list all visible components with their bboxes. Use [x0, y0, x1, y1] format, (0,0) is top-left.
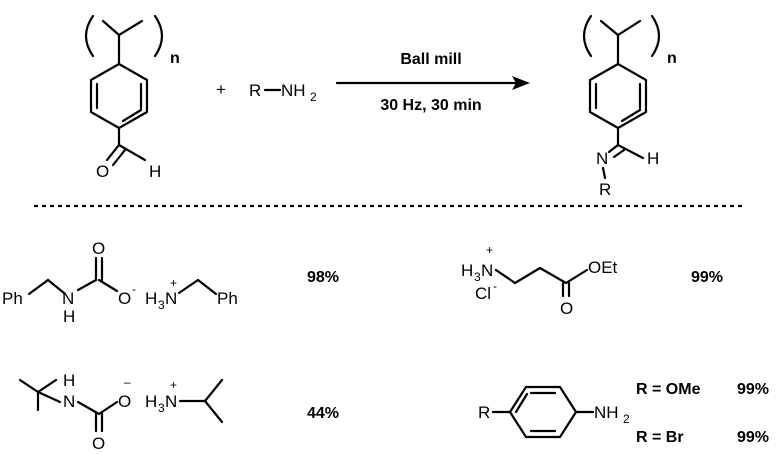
imine-r-group: R [599, 180, 611, 199]
aniline-benzene-ring [508, 385, 578, 439]
aniline-r-label: R [478, 403, 490, 422]
example-aniline: R NH 2 R = OMe 99% R = Br 99% [478, 381, 769, 446]
ester-plus-charge: + [486, 243, 493, 257]
iso-nh-h: H [63, 371, 75, 390]
amine-nh-label: NH [281, 81, 306, 100]
reaction-arrow: Ball mill 30 Hz, 30 min [335, 51, 530, 114]
repeat-unit-n: n [170, 50, 180, 67]
polymer-bracket-left [84, 14, 95, 58]
ph-label-1: Ph [2, 289, 23, 308]
product-benzene-ring [588, 62, 648, 130]
aniline-subscript: 2 [623, 412, 630, 426]
polymer-product: n N H R [582, 14, 677, 199]
ester-ammonium-n: N [481, 261, 493, 280]
chloride-minus: - [493, 279, 497, 293]
iso-carbamate-o-bottom: O [92, 434, 105, 453]
ammonium-h: H [145, 289, 157, 308]
iso-carbamate-n: N [63, 392, 75, 411]
ester-o-bottom: O [560, 299, 573, 318]
iso-minus-charge: – [124, 375, 131, 389]
ph-label-2: Ph [217, 289, 238, 308]
iso-carbamate-o-minus: O [118, 392, 131, 411]
yield-99-ome: 99% [737, 381, 769, 398]
product-bracket-right [650, 14, 661, 58]
ester-ammonium-subscript: 3 [474, 270, 481, 284]
aldehyde-hydrogen: H [149, 162, 161, 181]
imine-hydrogen: H [647, 149, 659, 168]
aniline-nh-label: NH [594, 403, 619, 422]
conditions-label: 30 Hz, 30 min [380, 97, 481, 114]
ester-ammonium-h: H [461, 261, 473, 280]
example-isopropyl-carbamate: H N O – O H 3 N + 44% [18, 371, 339, 453]
iso-ammonium-n: N [165, 392, 177, 411]
aldehyde-oxygen: O [96, 162, 109, 181]
amine-reagent: R NH 2 [249, 81, 317, 104]
ammonium-subscript: 3 [158, 298, 165, 312]
yield-44: 44% [307, 405, 339, 422]
variant-r-br: R = Br [636, 429, 684, 446]
carbamate-o-minus: O [118, 289, 131, 308]
amine-subscript: 2 [310, 90, 317, 104]
chloride-label: Cl [475, 284, 491, 303]
amine-r-label: R [249, 81, 261, 100]
yield-99-ester: 99% [691, 269, 723, 286]
plus-sign: + [216, 80, 226, 99]
example-benzyl-carbamate: Ph N H O O - H 3 N + Ph 98% [2, 239, 339, 326]
variant-r-ome: R = OMe [636, 381, 701, 398]
carbamate-o-top: O [92, 239, 105, 258]
carbamate-minus-charge: - [132, 282, 136, 296]
yield-99-br: 99% [737, 429, 769, 446]
example-alanine-ester: H 3 N + Cl - OEt O 99% [461, 243, 723, 318]
carbamate-nh-h: H [63, 307, 75, 326]
iso-plus-charge: + [170, 378, 177, 392]
benzene-ring [89, 62, 149, 130]
reagent-label: Ball mill [400, 51, 461, 68]
polymer-bracket-right [153, 14, 164, 58]
yield-98: 98% [307, 269, 339, 286]
ammonium-plus-charge: + [170, 276, 177, 290]
iso-ammonium-subscript: 3 [158, 401, 165, 415]
product-repeat-n: n [667, 50, 677, 67]
product-bracket-left [582, 14, 593, 58]
ammonium-n: N [165, 289, 177, 308]
iso-ammonium-h: H [145, 392, 157, 411]
carbamate-n: N [62, 289, 74, 308]
polymer-reactant: n O H [84, 14, 180, 181]
imine-nitrogen: N [596, 149, 608, 168]
ethoxy-label: OEt [588, 258, 618, 277]
